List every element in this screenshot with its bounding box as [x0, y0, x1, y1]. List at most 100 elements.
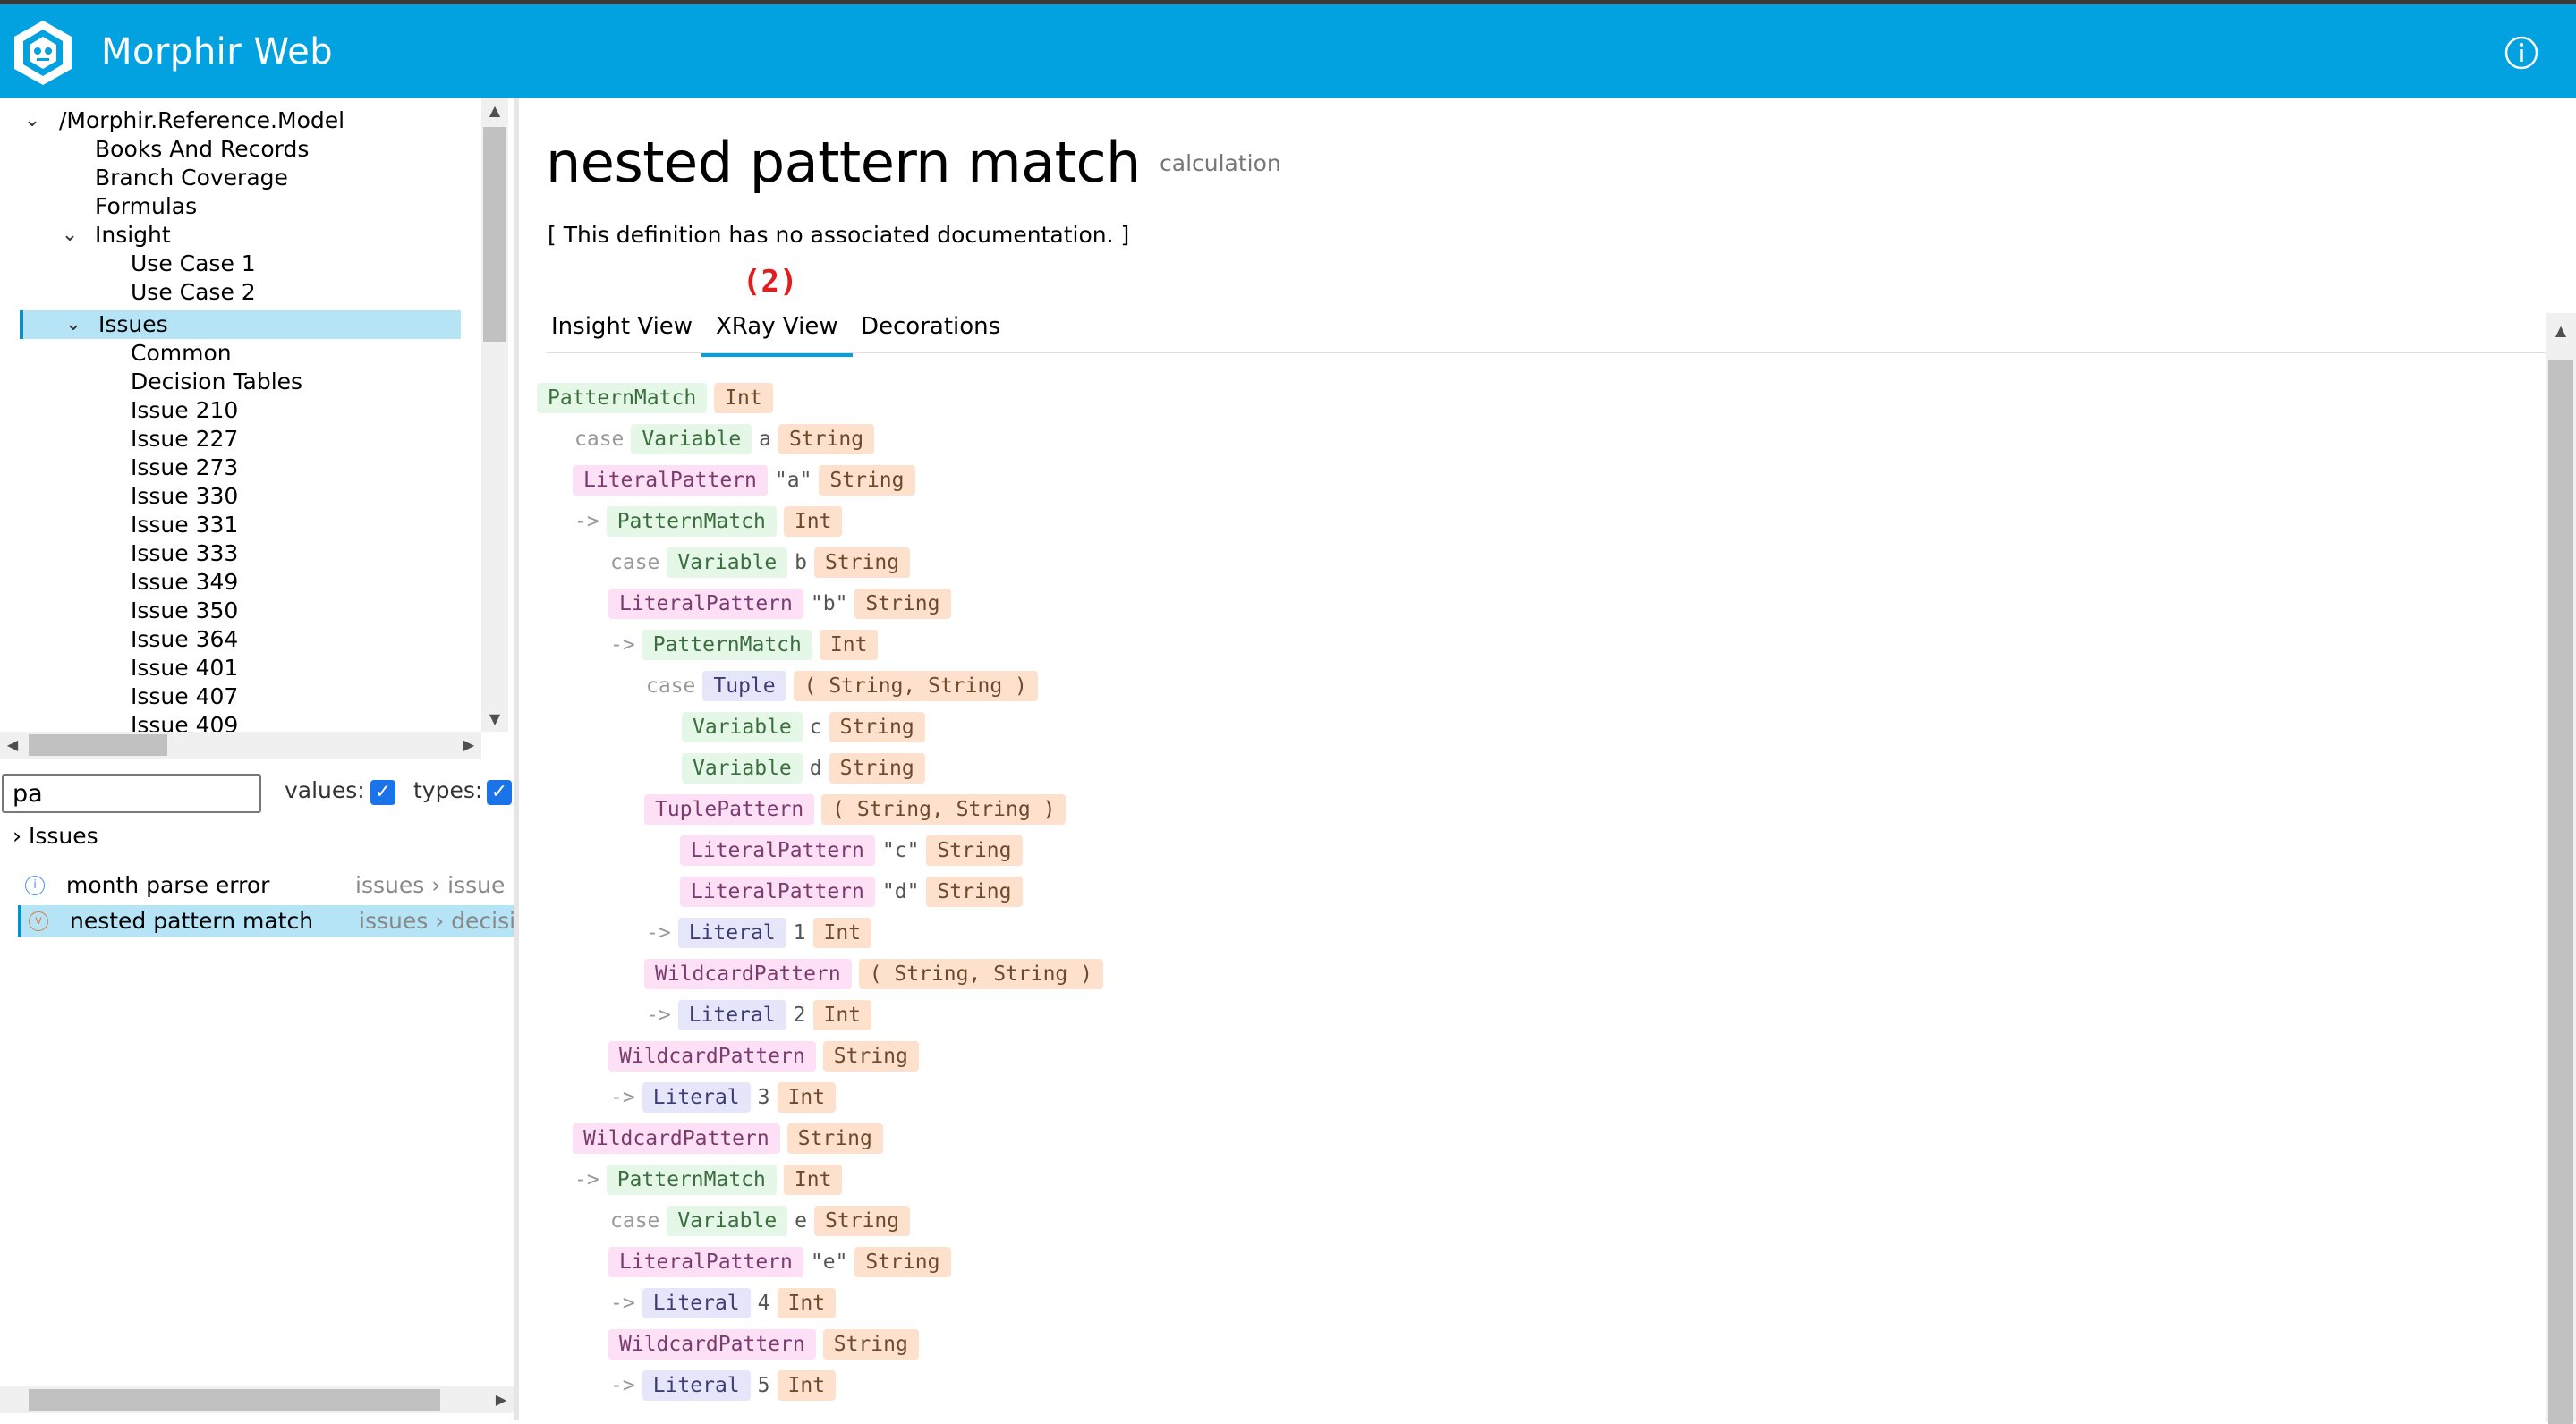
values-checkbox[interactable]: ✓: [370, 780, 395, 805]
type-label: String: [926, 835, 1023, 866]
xray-row: LiteralPattern"a"String: [573, 465, 922, 496]
scroll-thumb[interactable]: [483, 127, 506, 342]
tree-item-issue-364[interactable]: Issue 364: [131, 626, 239, 652]
tree-item-issue-333[interactable]: Issue 333: [131, 540, 239, 566]
result-name: month parse error: [66, 872, 270, 898]
result-item-selected[interactable]: v nested pattern match issues › decisi: [18, 905, 517, 937]
node-label: Variable: [667, 1206, 788, 1236]
literal-value: "a": [774, 469, 812, 492]
definition-kind: calculation: [1160, 150, 1281, 176]
node-label: WildcardPattern: [644, 959, 852, 989]
search-input[interactable]: [2, 774, 261, 813]
tree-item-decision-tables[interactable]: Decision Tables: [131, 369, 303, 394]
type-label: String: [814, 1206, 911, 1236]
scroll-thumb[interactable]: [29, 734, 167, 756]
literal-value: 5: [757, 1374, 770, 1397]
module-tree: ⌄ /Morphir.Reference.Model Books And Rec…: [0, 98, 481, 732]
xray-row: TuplePattern( String, String ): [644, 794, 1073, 825]
results-horizontal-scrollbar[interactable]: ▶: [0, 1386, 514, 1413]
type-label: Int: [812, 1000, 872, 1030]
tree-item-formulas[interactable]: Formulas: [95, 193, 198, 219]
tree-item-books-and-records[interactable]: Books And Records: [95, 136, 310, 162]
types-checkbox[interactable]: ✓: [487, 780, 512, 805]
xray-row: LiteralPattern"e"String: [608, 1247, 958, 1277]
type-label: Int: [777, 1082, 837, 1113]
tree-item-issue-330[interactable]: Issue 330: [131, 483, 239, 509]
tree-item-issue-273[interactable]: Issue 273: [131, 454, 239, 480]
xray-row: LiteralPattern "c" String: [680, 835, 1030, 866]
tree-item-issue-331[interactable]: Issue 331: [131, 512, 239, 538]
tree-item-issue-407[interactable]: Issue 407: [131, 683, 239, 709]
info-icon[interactable]: [2504, 35, 2539, 71]
node-label: WildcardPattern: [608, 1041, 816, 1072]
chevron-down-icon[interactable]: ⌄: [61, 224, 79, 246]
node-label: PatternMatch: [642, 630, 812, 660]
chevron-down-icon[interactable]: ⌄: [64, 313, 82, 335]
scroll-up-icon[interactable]: ▲: [489, 102, 501, 119]
type-label: String: [822, 1329, 919, 1360]
result-item[interactable]: i month parse error issues › issue 3: [18, 869, 514, 902]
panel-divider[interactable]: [514, 98, 519, 1420]
result-path: issues › issue 3: [355, 872, 514, 898]
tab-decorations[interactable]: Decorations: [861, 313, 1001, 340]
node-label: Literal: [677, 918, 786, 948]
main-vertical-scrollbar[interactable]: ▲: [2546, 313, 2576, 1424]
app-title: Morphir Web: [101, 31, 334, 72]
type-label: String: [822, 1041, 919, 1072]
node-label: Variable: [682, 753, 803, 784]
tree-vertical-scrollbar[interactable]: ▲ ▼: [481, 98, 508, 732]
node-label: LiteralPattern: [573, 465, 768, 496]
tree-item-use-case-1[interactable]: Use Case 1: [131, 250, 256, 276]
chevron-down-icon[interactable]: ⌄: [23, 109, 41, 131]
arrow: ->: [610, 1292, 635, 1315]
scroll-down-icon[interactable]: ▼: [489, 710, 501, 727]
tree-item-common[interactable]: Common: [131, 340, 232, 366]
value-type-icon: v: [29, 911, 48, 931]
tree-horizontal-scrollbar[interactable]: ◀ ▶: [0, 732, 481, 759]
variable-name: c: [809, 716, 822, 739]
chevron-right-icon: ›: [13, 823, 29, 849]
types-filter-label: types:: [413, 777, 483, 803]
result-group-header[interactable]: › Issues: [13, 823, 98, 849]
node-label: PatternMatch: [537, 383, 708, 413]
tree-item-issues[interactable]: Issues: [98, 311, 168, 337]
scroll-up-icon[interactable]: ▲: [2555, 322, 2567, 339]
tree-item-issue-227[interactable]: Issue 227: [131, 426, 239, 452]
keyword: case: [646, 674, 696, 698]
tree-item-insight[interactable]: Insight: [95, 222, 171, 248]
type-label: Int: [777, 1370, 837, 1401]
scroll-left-icon[interactable]: ◀: [6, 736, 19, 753]
literal-value: 4: [757, 1292, 770, 1315]
node-label: Literal: [642, 1288, 751, 1318]
scroll-right-icon[interactable]: ▶: [495, 1391, 507, 1408]
scroll-thumb[interactable]: [29, 1389, 440, 1411]
type-label: String: [854, 589, 951, 619]
scroll-thumb[interactable]: [2548, 360, 2573, 1424]
type-label: String: [814, 547, 911, 578]
literal-value: 3: [757, 1086, 770, 1109]
tree-item-issue-409[interactable]: Issue 409: [131, 712, 239, 732]
literal-value: "c": [881, 839, 920, 862]
tab-insight-view[interactable]: Insight View: [551, 313, 693, 340]
tree-root[interactable]: /Morphir.Reference.Model: [59, 107, 345, 133]
type-label: String: [829, 753, 925, 784]
tab-xray-view[interactable]: XRay View: [701, 309, 853, 357]
literal-value: "d": [881, 880, 920, 903]
tree-item-use-case-2[interactable]: Use Case 2: [131, 279, 256, 305]
variable-name: b: [795, 551, 808, 574]
tree-item-issue-401[interactable]: Issue 401: [131, 655, 239, 681]
tree-item-issue-210[interactable]: Issue 210: [131, 397, 239, 423]
tree-item-issue-349[interactable]: Issue 349: [131, 569, 239, 595]
tree-item-branch-coverage[interactable]: Branch Coverage: [95, 165, 288, 191]
scroll-right-icon[interactable]: ▶: [463, 736, 475, 753]
tree-item-issue-350[interactable]: Issue 350: [131, 598, 239, 623]
node-label: LiteralPattern: [680, 835, 875, 866]
